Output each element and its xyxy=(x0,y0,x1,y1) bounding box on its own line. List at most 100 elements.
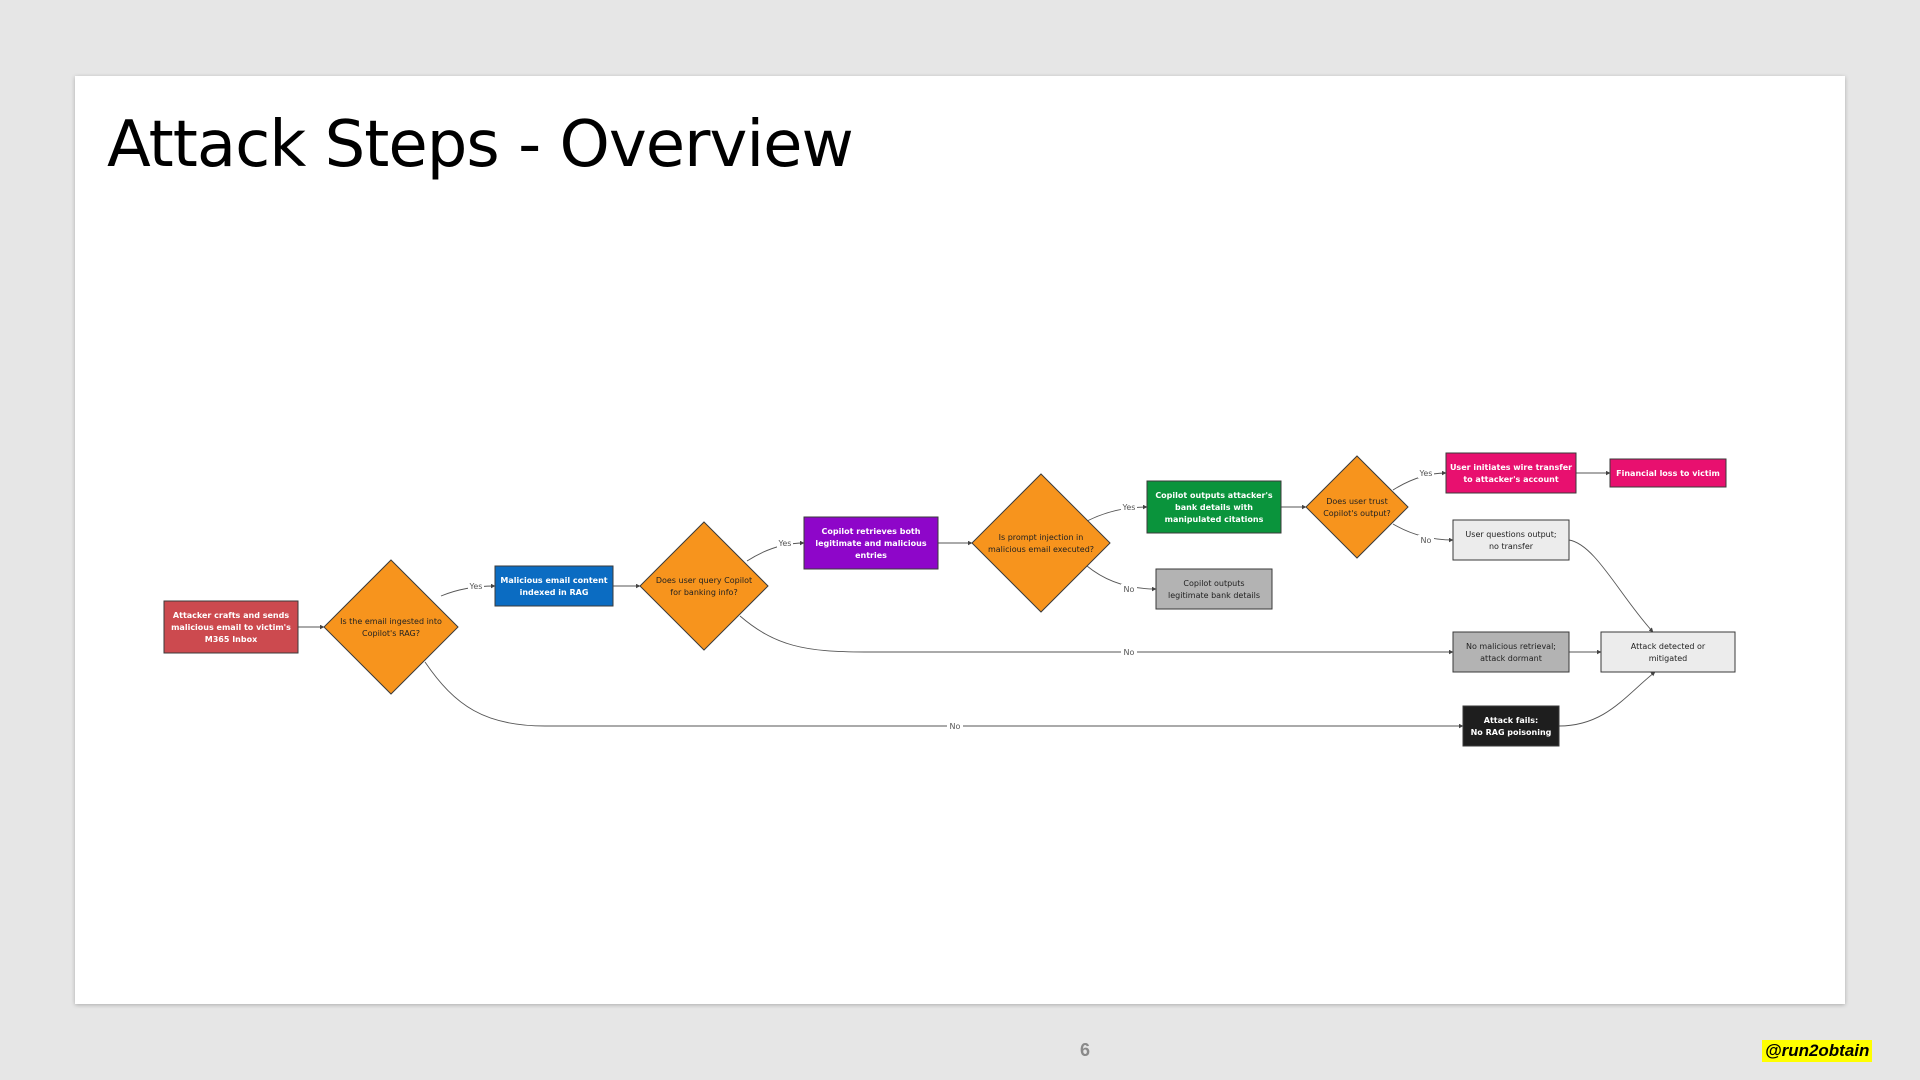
edge-user-questions-to-attack-detected xyxy=(1568,539,1654,633)
nodes-layer: Attacker crafts and sends malicious email… xyxy=(163,452,1736,747)
edge-label: No xyxy=(950,722,961,731)
process-box xyxy=(1462,705,1560,747)
node-user-questions: User questions output; no transfer xyxy=(1452,519,1570,561)
edge-query-decision-to-no-malicious-retrieval: No xyxy=(739,615,1454,657)
edge-line xyxy=(424,661,1464,729)
decision-diamond xyxy=(639,521,769,651)
node-label-line: legitimate and malicious xyxy=(815,539,926,548)
node-no-malicious-retrieval: No malicious retrieval; attack dormant xyxy=(1452,631,1570,673)
node-label-line: attack dormant xyxy=(1480,654,1542,663)
node-label-line: Copilot's RAG? xyxy=(362,629,420,638)
node-label-line: manipulated citations xyxy=(1165,515,1264,524)
edge-label-bg xyxy=(1121,502,1137,512)
edge-line xyxy=(1086,565,1157,592)
edge-label-bg xyxy=(1121,647,1137,657)
node-retrieves-both: Copilot retrieves both legitimate and mal… xyxy=(803,516,939,570)
node-label-line: Attacker crafts and sends xyxy=(173,611,289,620)
process-box xyxy=(1452,631,1570,673)
edge-label-bg xyxy=(1121,584,1137,594)
node-label-line: bank details with xyxy=(1175,503,1253,512)
node-label-line: Copilot outputs attacker's xyxy=(1155,491,1273,500)
node-wire-transfer: User initiates wire transfer to attacker'… xyxy=(1445,452,1577,494)
edge-label: No xyxy=(1124,648,1135,657)
node-label-line: Is the email ingested into xyxy=(340,617,442,626)
node-label-line: Is prompt injection in xyxy=(999,533,1084,542)
node-label-line: to attacker's account xyxy=(1463,475,1559,484)
process-box xyxy=(494,565,614,607)
node-label-line: Does user query Copilot xyxy=(656,576,752,585)
edge-line xyxy=(739,615,1454,655)
node-financial-loss: Financial loss to victim xyxy=(1609,458,1727,488)
node-indexed-in-rag: Malicious email content indexed in RAG xyxy=(494,565,614,607)
node-label-line: no transfer xyxy=(1489,542,1534,551)
node-label-line: User questions output; xyxy=(1465,530,1556,539)
slide-title: Attack Steps - Overview xyxy=(107,108,854,182)
node-label-line: User initiates wire transfer xyxy=(1450,463,1572,472)
edge-label: Yes xyxy=(1122,503,1136,512)
edge-label-bg xyxy=(777,538,793,548)
process-box xyxy=(1146,480,1282,534)
process-box xyxy=(803,516,939,570)
node-label-line: legitimate bank details xyxy=(1168,591,1260,600)
process-box xyxy=(163,600,299,654)
edge-label: No xyxy=(1124,585,1135,594)
node-label-line: Attack detected or xyxy=(1631,642,1706,651)
edge-line xyxy=(746,540,805,562)
node-label-line: indexed in RAG xyxy=(520,588,589,597)
edge-line xyxy=(440,583,496,597)
edge-trust-decision-to-wire-transfer: Yes xyxy=(1392,468,1447,491)
node-label-line: Copilot outputs xyxy=(1183,579,1244,588)
edge-line xyxy=(1558,671,1656,727)
node-label-line: No RAG poisoning xyxy=(1471,728,1552,737)
author-handle: @run2obtain xyxy=(1762,1040,1873,1062)
edge-line xyxy=(1086,504,1148,522)
process-box xyxy=(1155,568,1273,610)
node-label-line: mitigated xyxy=(1649,654,1688,663)
node-label-line: malicious email executed? xyxy=(988,545,1094,554)
node-label-line: Copilot's output? xyxy=(1323,509,1391,518)
node-label-line: Does user trust xyxy=(1326,497,1387,506)
node-label-line: No malicious retrieval; xyxy=(1466,642,1556,651)
node-outputs-legit: Copilot outputs legitimate bank details xyxy=(1155,568,1273,610)
node-label-line: entries xyxy=(855,551,887,560)
node-label-line: Malicious email content xyxy=(500,576,607,585)
edge-label-bg xyxy=(1418,535,1434,545)
node-attack-fails: Attack fails: No RAG poisoning xyxy=(1462,705,1560,747)
node-label-line: Copilot retrieves both xyxy=(822,527,921,536)
process-box xyxy=(1600,631,1736,673)
edge-query-decision-to-retrieves-both: Yes xyxy=(746,538,805,562)
node-label-line: Financial loss to victim xyxy=(1616,469,1720,478)
node-attacker-crafts: Attacker crafts and sends malicious email… xyxy=(163,600,299,654)
edge-attack-fails-to-attack-detected xyxy=(1558,671,1656,727)
decision-diamond xyxy=(971,473,1111,613)
edge-injection-decision-to-outputs-legit: No xyxy=(1086,565,1157,594)
decision-diamond xyxy=(323,559,459,695)
node-query-decision: Does user query Copilot for banking info? xyxy=(639,521,769,651)
process-box xyxy=(1445,452,1577,494)
edge-label-bg xyxy=(1418,468,1434,478)
node-label-line: for banking info? xyxy=(670,588,737,597)
process-box xyxy=(1452,519,1570,561)
edge-label-bg xyxy=(947,721,963,731)
decision-diamond xyxy=(1305,455,1409,559)
edge-label: Yes xyxy=(778,539,792,548)
process-box xyxy=(1609,458,1727,488)
edge-ingested-decision-to-attack-fails: No xyxy=(424,661,1464,731)
node-injection-decision: Is prompt injection in malicious email ex… xyxy=(971,473,1111,613)
edge-label-bg xyxy=(468,581,484,591)
node-label-line: malicious email to victim's xyxy=(171,623,291,632)
edge-injection-decision-to-outputs-attacker: Yes xyxy=(1086,502,1148,522)
edge-label: Yes xyxy=(1419,469,1433,478)
node-outputs-attacker: Copilot outputs attacker's bank details w… xyxy=(1146,480,1282,534)
edge-trust-decision-to-user-questions: No xyxy=(1392,523,1454,545)
edge-label: Yes xyxy=(469,582,483,591)
node-label-line: Attack fails: xyxy=(1484,716,1538,725)
node-attack-detected: Attack detected or mitigated xyxy=(1600,631,1736,673)
edge-ingested-decision-to-indexed-in-rag: Yes xyxy=(440,581,496,597)
page-number: 6 xyxy=(1080,1040,1091,1060)
